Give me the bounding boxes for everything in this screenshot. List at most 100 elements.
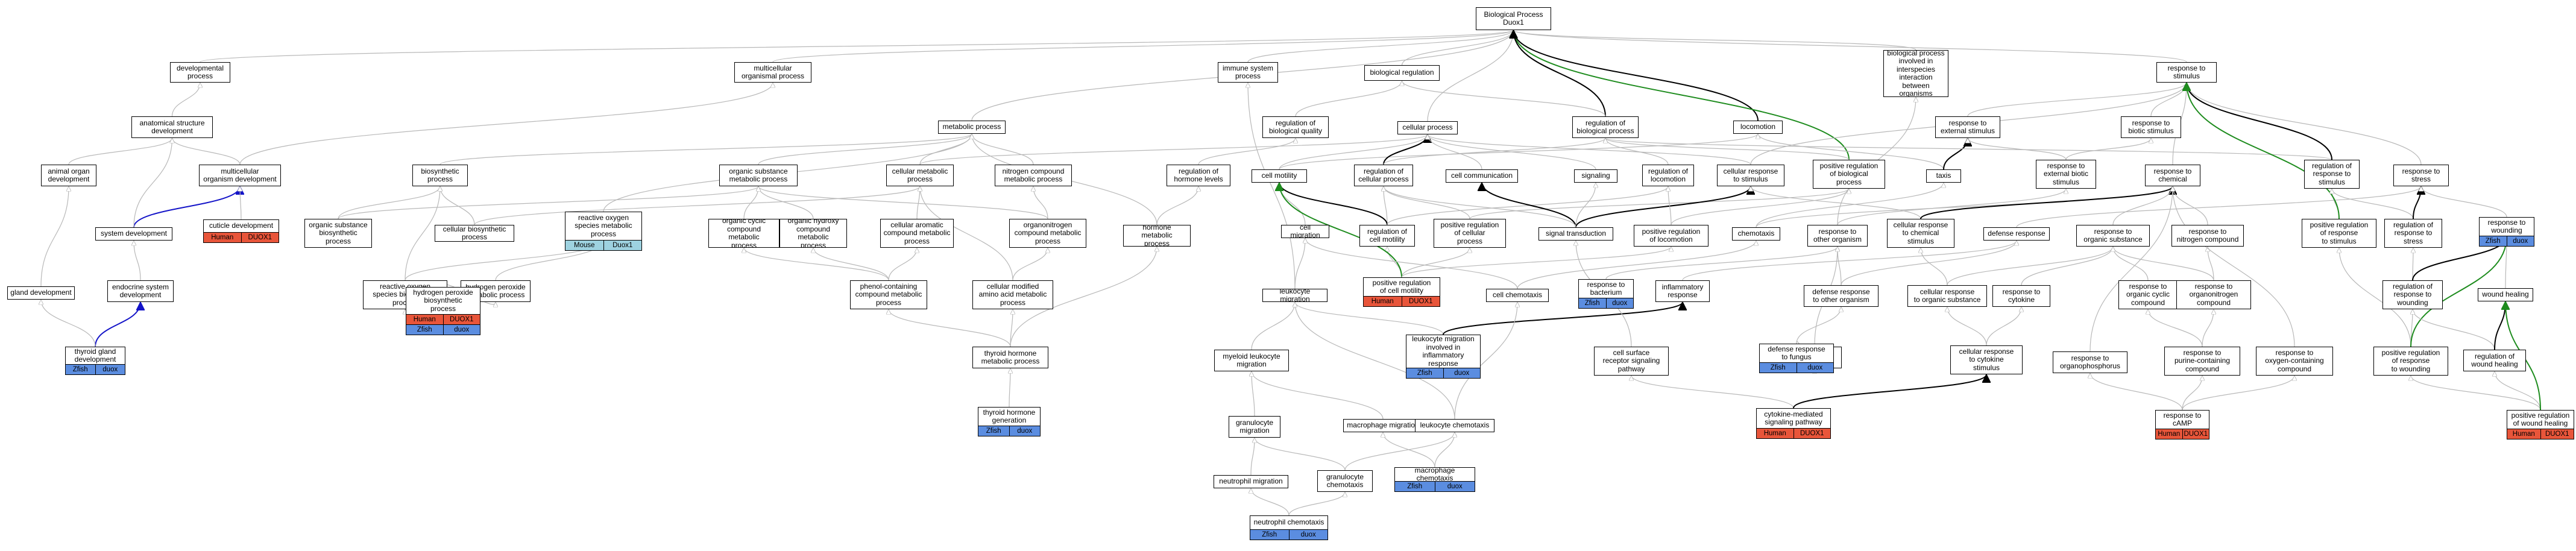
go-term-resp-organonitrogen[interactable]: response to organonitrogen compound [2176,280,2251,309]
go-term-neutrophil-chemotaxis[interactable]: neutrophil chemotaxis [1250,515,1328,530]
go-term-resp-chem[interactable]: response to chemical [2145,165,2200,186]
go-term-granulocyte-chemotaxis[interactable]: granulocyte chemotaxis [1317,470,1373,492]
go-term-bioreg[interactable]: biological regulation [1364,65,1440,81]
go-term-immune[interactable]: immune system process [1218,62,1278,83]
go-term-defense-fungus[interactable]: defense response to fungus [1759,344,1834,363]
go-term-cell-motility[interactable]: cell motility [1252,169,1307,183]
go-term-cuticle[interactable]: cuticle development [203,219,279,233]
go-term-thyroid-hormone-gen[interactable]: thyroid hormone generation [978,407,1041,426]
go-term-resp-stress[interactable]: response to stress [2393,165,2449,186]
go-term-resp-nitrogen[interactable]: response to nitrogen compound [2171,225,2244,247]
go-term-resp-wounding[interactable]: response to wounding [2479,217,2534,236]
go-term-leuk-chemotaxis[interactable]: leukocyte chemotaxis [1415,419,1494,432]
go-term-animal-organ[interactable]: animal organ development [41,165,96,186]
go-term-resp-biotic[interactable]: response to biotic stimulus [2121,116,2181,138]
go-term-resp-other-org[interactable]: response to other organism [1807,225,1868,247]
go-term-reg-cell-motility[interactable]: regulation of cell motility [1359,225,1415,247]
go-term-reg-bioproc[interactable]: regulation of biological process [1572,116,1639,138]
go-term-granulocyte-migration[interactable]: granulocyte migration [1229,416,1280,438]
go-term-phenol[interactable]: phenol-containing compound metabolic pro… [850,280,927,309]
go-term-wound-healing[interactable]: wound healing [2478,288,2533,301]
go-term-cellproc[interactable]: cellular process [1397,121,1458,134]
go-term-resp-org-cyclic[interactable]: response to organic cyclic compound [2118,280,2178,309]
go-term-h2o2-biosyn[interactable]: hydrogen peroxide biosynthetic process [406,287,480,315]
go-term-org-hydroxy[interactable]: organic hydroxy compound metabolic proce… [779,219,847,248]
go-term-defense-other-org[interactable]: defense response to other organism [1804,285,1878,307]
go-term-endocrine[interactable]: endocrine system development [107,280,174,302]
go-term-cell-migration[interactable]: cell migration [1281,225,1329,238]
go-term-cell-aromatic[interactable]: cellular aromatic compound metabolic pro… [880,219,954,248]
go-term-resp-ext[interactable]: response to external stimulus [1935,116,2000,138]
go-term-cell-comm[interactable]: cell communication [1446,169,1518,183]
go-term-pos-reg-resp-stim[interactable]: positive regulation of response to stimu… [2302,219,2376,248]
go-term-cell-chemotaxis[interactable]: cell chemotaxis [1486,289,1549,302]
go-term-nitrogen[interactable]: nitrogen compound metabolic process [995,165,1072,186]
go-term-gland[interactable]: gland development [7,286,75,300]
go-term-pos-reg-bioproc[interactable]: positive regulation of biological proces… [1813,160,1885,189]
go-term-orgsub-metab[interactable]: organic substance metabolic process [719,165,798,186]
go-term-dev[interactable]: developmental process [170,62,230,83]
go-term-macrophage-migration[interactable]: macrophage migration [1343,419,1423,432]
go-term-resp-oxygen[interactable]: response to oxygen-containing compound [2256,347,2333,376]
go-term-resp-camp[interactable]: response to cAMP [2155,410,2209,429]
go-term-reg-wound-healing[interactable]: regulation of wound healing [2463,350,2526,371]
go-term-cytokine-signaling[interactable]: cytokine-mediated signaling pathway [1756,408,1831,429]
go-term-pos-reg-wound-healing[interactable]: positive regulation of wound healing [2507,410,2574,429]
go-term-cell-resp-cytokine[interactable]: cellular response to cytokine stimulus [1950,345,2023,374]
go-term-locomotion[interactable]: locomotion [1733,121,1783,134]
go-term-reg-bioqual[interactable]: regulation of biological quality [1262,116,1329,138]
go-term-macrophage-chemotaxis[interactable]: macrophage chemotaxis [1394,467,1475,482]
go-term-resp-bacterium[interactable]: response to bacterium [1578,279,1634,298]
go-term-inflammatory[interactable]: inflammatory response [1655,280,1710,302]
go-term-reg-resp-stress[interactable]: regulation of response to stress [2384,219,2442,248]
go-term-myeloid-leuk[interactable]: myeloid leukocyte migration [1214,350,1289,371]
go-term-leuk-migration[interactable]: leukocyte migration [1262,289,1327,302]
go-term-pos-reg-locomotion[interactable]: positive regulation of locomotion [1634,225,1708,247]
go-term-taxis[interactable]: taxis [1926,169,1961,183]
go-term-thyroid-gland[interactable]: thyroid gland development [65,347,125,365]
go-term-defense-resp[interactable]: defense response [1983,227,2050,241]
go-term-reg-cellproc[interactable]: regulation of cellular process [1354,165,1413,186]
go-term-pos-reg-resp-wounding[interactable]: positive regulation of response to wound… [2373,347,2448,376]
go-term-cell-resp-org-sub[interactable]: cellular response to organic substance [1907,285,1987,307]
go-term-metab[interactable]: metabolic process [938,121,1006,134]
go-term-pos-reg-cell-motility[interactable]: positive regulation of cell motility [1363,277,1440,297]
go-term-organonitrogen[interactable]: organonitrogen compound metabolic proces… [1009,219,1086,248]
go-term-resp-purine[interactable]: response to purine-containing compound [2164,347,2240,376]
go-term-biosyn[interactable]: biosynthetic process [412,165,468,186]
go-term-leuk-inflam[interactable]: leukocyte migration involved in inflamma… [1406,335,1481,368]
go-term-resp-organophosphorus[interactable]: response to organophosphorus [2053,351,2127,373]
go-term-pos-reg-cellproc[interactable]: positive regulation of cellular process [1434,219,1506,248]
go-term-neutrophil-migration[interactable]: neutrophil migration [1214,475,1288,488]
go-term-signal-trans[interactable]: signal transduction [1538,227,1613,241]
go-term-reg-hormone[interactable]: regulation of hormone levels [1167,165,1230,186]
go-term-cell-resp-stim[interactable]: cellular response to stimulus [1717,165,1784,186]
go-term-cell-resp-chem[interactable]: cellular response to chemical stimulus [1887,219,1954,248]
go-term-cell-biosyn[interactable]: cellular biosynthetic process [435,225,514,242]
go-term-org-cyclic[interactable]: organic cyclic compound metabolic proces… [708,219,779,248]
go-term-reg-resp-wounding[interactable]: regulation of response to wounding [2382,280,2443,309]
go-term-ros-metab[interactable]: reactive oxygen species metabolic proces… [565,212,642,241]
go-term-signaling[interactable]: signaling [1574,169,1617,183]
go-term-sys-dev[interactable]: system development [95,227,172,241]
go-term-resp-org-sub[interactable]: response to organic substance [2076,225,2150,247]
go-term-root[interactable]: Biological Process Duox1 [1476,7,1551,30]
go-term-thyroid-hormone-metab[interactable]: thyroid hormone metabolic process [972,347,1048,368]
go-term-cell-mod-aa[interactable]: cellular modified amino acid metabolic p… [972,280,1053,309]
go-term-orgsub-biosyn[interactable]: organic substance biosynthetic process [304,219,372,248]
